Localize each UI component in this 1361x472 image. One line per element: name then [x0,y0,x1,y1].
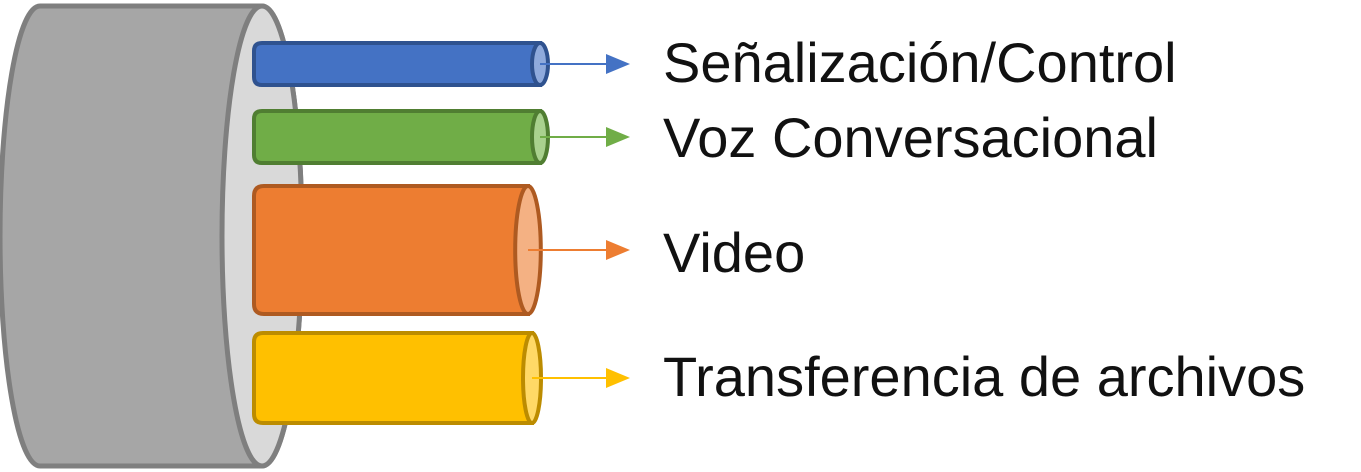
channel-tubes [252,41,550,425]
tube-body-conversational-voice [252,109,542,165]
label-signaling-control: Señalización/Control [663,31,1177,94]
tube-file-transfer [252,331,543,425]
label-file-transfer: Transferencia de archivos [663,345,1305,408]
arrow-video [528,240,630,260]
tube-video [252,184,543,316]
tube-signaling-control [252,41,550,87]
label-video: Video [663,221,805,284]
label-conversational-voice: Voz Conversacional [663,106,1158,169]
arrow-head-conversational-voice [606,127,630,147]
arrow-head-video [606,240,630,260]
tube-body-signaling-control [252,41,542,87]
tube-body-video [252,184,530,316]
arrow-file-transfer [532,368,630,388]
arrow-head-signaling-control [606,54,630,74]
arrow-conversational-voice [540,127,630,147]
tube-body-file-transfer [252,331,534,425]
arrow-head-file-transfer [606,368,630,388]
channel-arrows [528,54,630,388]
arrow-signaling-control [540,54,630,74]
channel-labels: Señalización/Control Voz Conversacional … [663,31,1305,408]
tube-conversational-voice [252,109,550,165]
